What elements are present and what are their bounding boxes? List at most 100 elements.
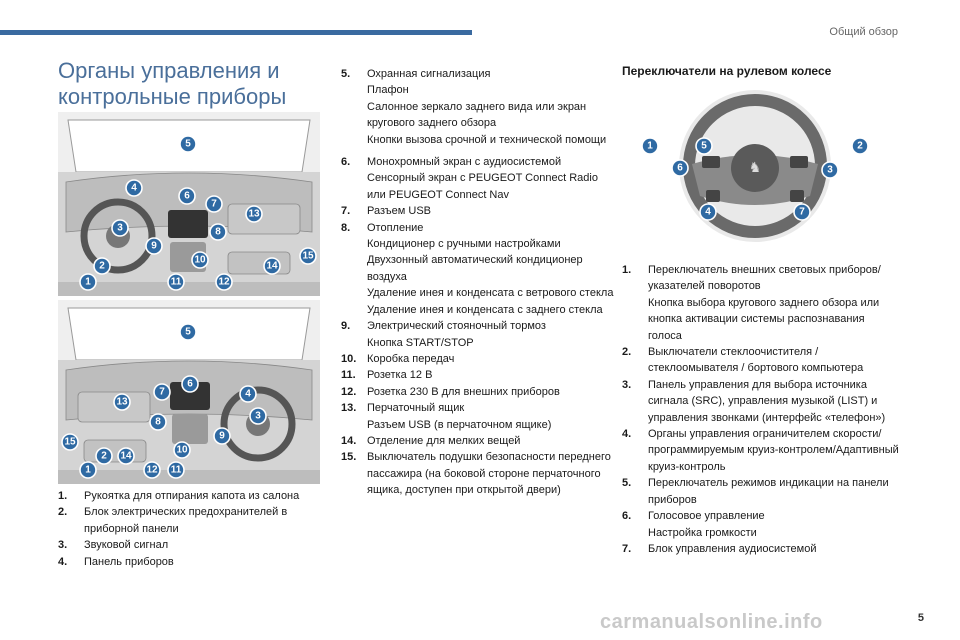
list-item: 15.Выключатель подушки безопасности пере… bbox=[341, 451, 611, 497]
watermark: carmanualsonline.info bbox=[600, 611, 823, 633]
svg-text:6: 6 bbox=[187, 379, 193, 390]
svg-text:♞: ♞ bbox=[749, 160, 762, 176]
list-item: 7.Блок управления аудиосистемой bbox=[622, 542, 817, 555]
svg-text:4: 4 bbox=[705, 207, 711, 218]
dashboard-figure-lhd: 5 4 6 7 13 3 9 8 10 2 14 15 1 11 12 bbox=[58, 112, 320, 296]
callout-marker: 11 bbox=[167, 273, 185, 291]
list-item: 7.Разъем USB bbox=[341, 205, 431, 218]
callout-marker: 12 bbox=[143, 461, 161, 479]
list-item: 5.Переключатель режимов индикации на пан… bbox=[622, 477, 889, 506]
list-item: 3.Панель управления для выбора источника… bbox=[622, 378, 886, 424]
steering-section-title: Переключатели на рулевом колесе bbox=[622, 64, 832, 78]
callout-marker: 1 bbox=[641, 137, 659, 155]
svg-text:7: 7 bbox=[159, 387, 165, 398]
svg-text:2: 2 bbox=[101, 451, 107, 462]
svg-text:11: 11 bbox=[171, 277, 182, 288]
callout-marker: 6 bbox=[178, 187, 196, 205]
callout-marker: 14 bbox=[117, 447, 135, 465]
svg-text:15: 15 bbox=[64, 437, 76, 448]
callout-marker: 15 bbox=[299, 247, 317, 265]
callout-marker: 8 bbox=[149, 413, 167, 431]
callout-marker: 1 bbox=[79, 273, 97, 291]
callout-marker: 4 bbox=[125, 179, 143, 197]
svg-text:2: 2 bbox=[99, 261, 105, 272]
svg-text:6: 6 bbox=[184, 191, 190, 202]
callout-marker: 1 bbox=[79, 461, 97, 479]
callout-marker: 10 bbox=[191, 251, 209, 269]
svg-text:5: 5 bbox=[185, 327, 191, 338]
svg-text:8: 8 bbox=[155, 417, 161, 428]
callout-marker: 14 bbox=[263, 257, 281, 275]
callout-marker: 13 bbox=[245, 205, 263, 223]
page-number: 5 bbox=[917, 612, 924, 624]
callout-marker: 4 bbox=[699, 203, 717, 221]
page-title: Органы управления и контрольные приборы bbox=[58, 58, 287, 109]
svg-text:10: 10 bbox=[194, 255, 206, 266]
svg-text:7: 7 bbox=[799, 207, 805, 218]
svg-text:5: 5 bbox=[701, 141, 707, 152]
callout-marker: 9 bbox=[213, 427, 231, 445]
callout-marker: 5 bbox=[179, 135, 197, 153]
callout-marker: 11 bbox=[167, 461, 185, 479]
svg-text:14: 14 bbox=[120, 451, 132, 462]
callout-marker: 7 bbox=[205, 195, 223, 213]
svg-text:5: 5 bbox=[185, 139, 191, 150]
svg-text:2: 2 bbox=[857, 141, 863, 152]
svg-text:10: 10 bbox=[176, 445, 188, 456]
callout-marker: 3 bbox=[821, 161, 839, 179]
callout-marker: 7 bbox=[793, 203, 811, 221]
callout-marker: 6 bbox=[181, 375, 199, 393]
svg-text:1: 1 bbox=[85, 465, 91, 476]
svg-text:12: 12 bbox=[218, 277, 230, 288]
svg-text:6: 6 bbox=[677, 163, 683, 174]
svg-text:1: 1 bbox=[85, 277, 91, 288]
callout-marker: 13 bbox=[113, 393, 131, 411]
callout-marker: 9 bbox=[145, 237, 163, 255]
callout-marker: 2 bbox=[93, 257, 111, 275]
list-item: 3.Звуковой сигнал bbox=[58, 539, 169, 552]
callout-markers: 5 4 6 7 13 3 9 8 10 2 14 15 1 11 12 bbox=[79, 135, 317, 291]
list-item: 2.Выключатели стеклоочистителя /стеклоом… bbox=[622, 346, 864, 375]
callout-marker: 7 bbox=[153, 383, 171, 401]
controls-list-1-4: 1.Рукоятка для отпирания капота из салон… bbox=[58, 488, 328, 570]
list-item: 4.Органы управления ограничителем скорос… bbox=[622, 428, 899, 473]
callout-marker: 5 bbox=[179, 323, 197, 341]
callout-markers: 5 6 7 4 13 3 8 9 15 10 2 14 1 12 11 bbox=[61, 323, 267, 479]
svg-text:3: 3 bbox=[827, 165, 833, 176]
callout-marker: 4 bbox=[239, 385, 257, 403]
svg-text:7: 7 bbox=[211, 199, 217, 210]
svg-text:9: 9 bbox=[151, 241, 157, 252]
svg-text:15: 15 bbox=[302, 251, 314, 262]
svg-text:12: 12 bbox=[146, 465, 158, 476]
callout-marker: 3 bbox=[249, 407, 267, 425]
callout-marker: 3 bbox=[111, 219, 129, 237]
callout-marker: 12 bbox=[215, 273, 233, 291]
list-item: 10.Коробка передач bbox=[341, 352, 455, 365]
list-item: 4.Панель приборов bbox=[58, 555, 174, 568]
callout-marker: 6 bbox=[671, 159, 689, 177]
svg-text:9: 9 bbox=[219, 431, 225, 442]
callout-marker: 10 bbox=[173, 441, 191, 459]
callout-marker: 5 bbox=[695, 137, 713, 155]
callout-marker: 2 bbox=[851, 137, 869, 155]
svg-text:14: 14 bbox=[266, 261, 278, 272]
svg-text:4: 4 bbox=[131, 183, 137, 194]
list-item: 14.Отделение для мелких вещей bbox=[341, 434, 521, 447]
svg-text:3: 3 bbox=[117, 223, 123, 234]
header-accent-bar bbox=[0, 30, 472, 35]
svg-text:13: 13 bbox=[116, 397, 128, 408]
callout-marker: 15 bbox=[61, 433, 79, 451]
svg-text:11: 11 bbox=[171, 465, 182, 476]
svg-text:8: 8 bbox=[215, 227, 221, 238]
callout-marker: 2 bbox=[95, 447, 113, 465]
svg-text:1: 1 bbox=[647, 141, 653, 152]
section-label: Общий обзор bbox=[829, 26, 898, 38]
callout-marker: 8 bbox=[209, 223, 227, 241]
